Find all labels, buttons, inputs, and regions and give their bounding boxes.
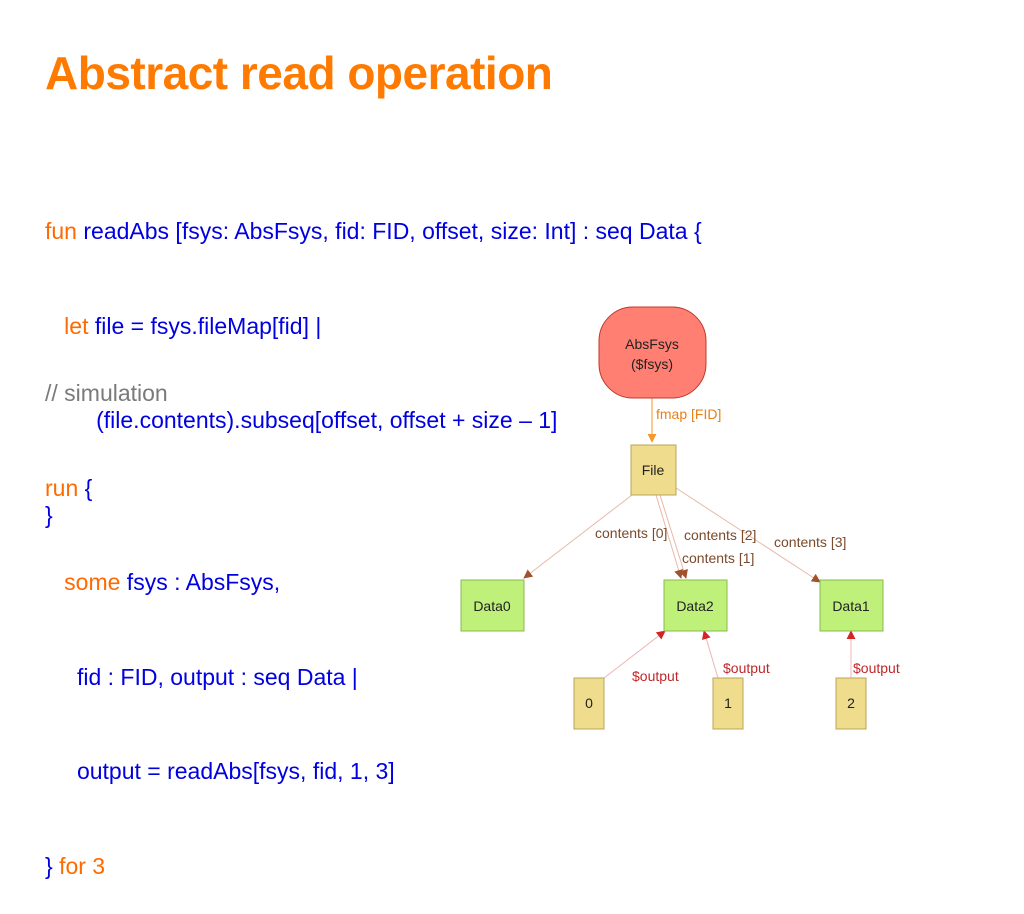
code-text: file = fsys.fileMap[fid] | xyxy=(88,312,322,339)
code-line-subseq: (file.contents).subseq[offset, offset + … xyxy=(45,405,702,437)
code-text: fsys : AbsFsys, xyxy=(120,569,281,595)
node-data0: Data0 xyxy=(460,579,525,632)
node-data1-label: Data1 xyxy=(832,598,870,614)
node-absfsys-sublabel: ($fsys) xyxy=(631,356,673,372)
code-text: (file.contents).subseq[offset, offset + … xyxy=(45,407,558,433)
node-absfsys-label: AbsFsys xyxy=(625,336,679,352)
keyword-let: let xyxy=(64,312,89,339)
code-text: fid : FID, output : seq Data | xyxy=(45,663,358,690)
edge-contents0 xyxy=(523,494,633,579)
keyword-run: run xyxy=(45,474,79,501)
edge-contents1 xyxy=(655,494,683,579)
slide-title: Abstract read operation xyxy=(45,47,553,99)
code-line-for: } for 3 xyxy=(45,851,395,883)
code-line-let: let file = fsys.fileMap[fid] | xyxy=(45,311,702,343)
code-line-close: } xyxy=(45,500,702,532)
code-line-some: some fsys : AbsFsys, xyxy=(45,567,395,599)
code-text: } xyxy=(45,501,53,528)
function-code-block: fun readAbs [fsys: AbsFsys, fid: FID, of… xyxy=(45,153,702,563)
node-data1: Data1 xyxy=(819,579,884,632)
edge-label-output-2: $output xyxy=(853,660,900,676)
edge-label-contents1: contents [1] xyxy=(682,550,754,566)
keyword-fun: fun xyxy=(45,218,77,244)
edge-label-contents2: contents [2] xyxy=(684,527,756,543)
code-text: } xyxy=(45,852,60,879)
node-index-0-label: 0 xyxy=(585,695,593,711)
node-index-2: 2 xyxy=(835,677,867,730)
instance-diagram: fmap [FID] contents [0] contents [2] con… xyxy=(460,306,900,730)
code-line-fun: fun readAbs [fsys: AbsFsys, fid: FID, of… xyxy=(45,216,702,248)
node-file-label: File xyxy=(642,462,665,478)
edge-label-output-0: $output xyxy=(632,668,679,684)
edge-output-1 xyxy=(701,630,719,679)
node-data0-label: Data0 xyxy=(473,598,511,614)
edge-output-0 xyxy=(603,630,666,679)
node-index-1: 1 xyxy=(712,677,744,730)
node-absfsys: AbsFsys ($fsys) xyxy=(598,306,707,399)
node-data2: Data2 xyxy=(663,579,728,632)
edge-label-output-1: $output xyxy=(723,660,770,676)
code-text: { xyxy=(78,474,93,501)
node-file: File xyxy=(630,444,677,496)
node-index-0: 0 xyxy=(573,677,605,730)
node-index-2-label: 2 xyxy=(847,695,855,711)
code-text: readAbs [fsys: AbsFsys, fid: FID, offset… xyxy=(76,218,702,244)
code-comment: // simulation xyxy=(45,380,168,406)
keyword-for: for 3 xyxy=(59,852,106,879)
edge-label-contents0: contents [0] xyxy=(595,525,667,541)
node-index-1-label: 1 xyxy=(724,695,732,711)
keyword-some: some xyxy=(64,569,121,595)
node-data2-label: Data2 xyxy=(676,598,714,614)
code-line-run: run { xyxy=(45,473,395,505)
edge-label-contents3: contents [3] xyxy=(774,534,846,550)
edge-contents3 xyxy=(675,487,821,583)
edge-contents2 xyxy=(659,494,688,579)
code-line-fid: fid : FID, output : seq Data | xyxy=(45,662,395,694)
edge-label-fmap: fmap [FID] xyxy=(656,406,721,422)
